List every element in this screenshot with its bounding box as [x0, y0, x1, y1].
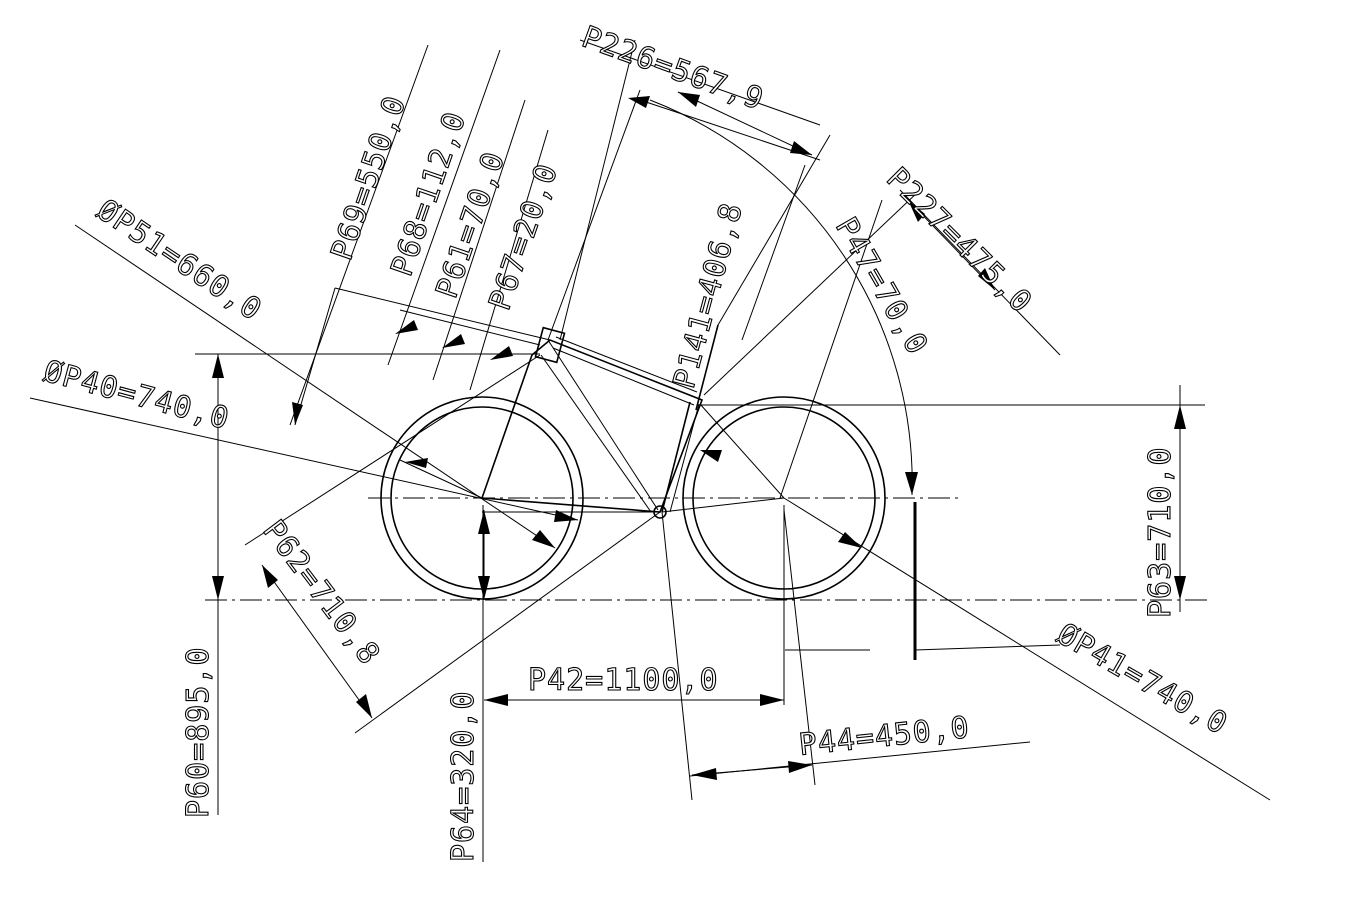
extension-lines	[29, 39, 1271, 862]
dim-p40-label: ØP40=740,0	[40, 354, 233, 437]
dimension-labels: P226=567,9 P69=550,0 P68=112,0 P61=70,0 …	[39, 19, 1234, 862]
dim-p44-label: P44=450,0	[797, 710, 971, 763]
dim-p226-label: P226=567,9	[577, 20, 768, 118]
dim-p42-label: P42=1100,0	[528, 663, 719, 698]
dim-p64-label: P64=320,0	[446, 690, 481, 862]
dim-p41-label: ØP41=740,0	[1051, 617, 1234, 743]
arrowheads	[212, 92, 1186, 780]
bike-frame	[481, 324, 785, 519]
dim-p60-label: P60=895,0	[181, 646, 216, 818]
dim-p63-label: P63=710,0	[1143, 446, 1178, 618]
dim-p51-label: ØP51=660,0	[91, 193, 269, 329]
dim-p47-label: P47=70,0	[828, 212, 935, 362]
